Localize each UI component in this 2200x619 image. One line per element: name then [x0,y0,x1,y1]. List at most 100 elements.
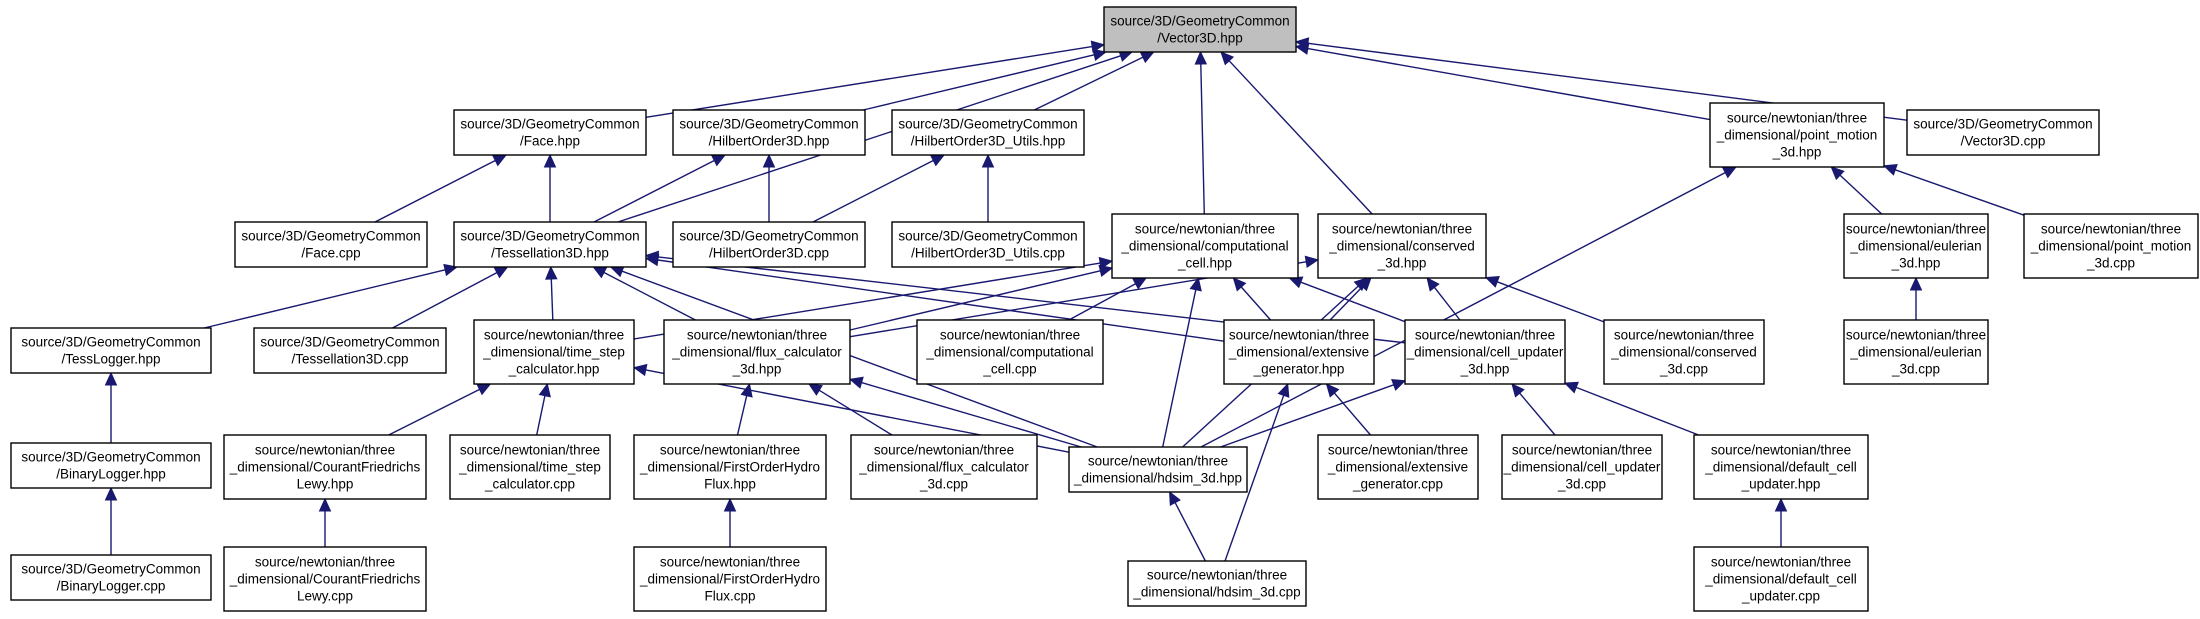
graph-node-hilbert-cpp[interactable]: source/3D/GeometryCommon/HilbertOrder3D.… [672,221,866,268]
graph-node-cellupdater-cpp[interactable]: source/newtonian/three_dimensional/cell_… [1501,434,1663,500]
arrowhead-icon [1294,37,1310,50]
arrowhead-icon [1139,51,1155,64]
node-label-line: /Vector3D.cpp [1961,134,2046,149]
node-label-line: /HilbertOrder3D_Utils.hpp [911,134,1066,149]
node-label-line: source/3D/GeometryCommon [679,117,858,132]
node-label-line: _cell.cpp [982,362,1036,377]
edge-hdsim-hpp-to-flux-hpp [861,381,1082,448]
node-label-line: /Tessellation3D.hpp [491,246,609,261]
node-label-line: /TessLogger.hpp [61,352,160,367]
graph-node-cellupdater-hpp[interactable]: source/newtonian/three_dimensional/cell_… [1404,319,1566,385]
arrowhead-icon [632,363,648,377]
graph-node-conserved-hpp[interactable]: source/newtonian/three _dimensional/conse… [1317,213,1487,279]
arrowhead-icon [1304,255,1320,269]
graph-node-pointmotion-cpp[interactable]: source/newtonian/three_dimensional/point… [2023,213,2199,279]
node-label-line: _dimensional/flux_calculator [671,345,842,360]
edge-cellupdater-hpp-to-conserved-hpp [1433,286,1461,321]
graph-node-eulerian-cpp[interactable]: source/newtonian/three _dimensional/euler… [1843,319,1989,385]
graph-node-flux-hpp[interactable]: source/newtonian/three_dimensional/flux_… [663,319,851,385]
graph-node-defaultcell-hpp[interactable]: source/newtonian/three_dimensional/defau… [1693,434,1869,500]
edge-tesslogger-hpp-to-tess-hpp [204,269,446,329]
arrowhead-icon [981,153,995,168]
node-label-line: _dimensional/hdsim_3d.cpp [1132,585,1300,600]
arrowhead-icon [476,383,492,396]
node-label-line: _dimensional/computational [925,345,1093,360]
graph-node-binarylogger-hpp[interactable]: source/3D/GeometryCommon/BinaryLogger.hp… [10,442,212,489]
arrowhead-icon [1189,276,1202,292]
arrowhead-icon [1169,490,1181,507]
graph-node-compcell-hpp[interactable]: source/newtonian/three_dimensional/compu… [1111,213,1299,279]
arrowhead-icon [1563,381,1579,394]
graph-node-face-hpp[interactable]: source/3D/GeometryCommon/Face.hpp [453,109,647,156]
arrowhead-icon [492,154,508,167]
node-box [1127,560,1307,607]
node-label-line: source/3D/GeometryCommon [1913,117,2092,132]
edge-cellupdater-cpp-to-cellupdater-hpp [1519,392,1556,436]
graph-node-face-cpp[interactable]: source/3D/GeometryCommon/Face.cpp [234,221,428,268]
node-label-line: source/newtonian/three [1846,328,1986,343]
node-label-line: /BinaryLogger.hpp [56,467,166,482]
node-label-line: /Vector3D.hpp [1157,31,1243,46]
graph-node-cfl-hpp[interactable]: source/newtonian/three_dimensional/Coura… [223,434,427,500]
node-label-line: /HilbertOrder3D_Utils.cpp [911,246,1065,261]
node-label-line: _3d.cpp [1659,362,1708,377]
graph-node-vector3d-cpp[interactable]: source/3D/GeometryCommon/Vector3D.cpp [1906,109,2100,156]
graph-node-hilbertutils-hpp[interactable]: source/3D/GeometryCommon/HilbertOrder3D_… [891,109,1085,156]
graph-node-tess-cpp[interactable]: source/3D/GeometryCommon/Tessellation3D.… [253,327,447,374]
node-box [663,319,851,385]
edge-flux-hpp-to-tess-hpp [603,271,696,321]
node-label-line: _dimensional/eulerian [1849,345,1981,360]
graph-node-firstorder-cpp[interactable]: source/newtonian/three_dimensional/First… [633,546,827,612]
node-label-line: Lewy.hpp [297,477,354,492]
edge-extensive-hpp-to-conserved-hpp [1329,286,1364,321]
node-label-line: source/newtonian/three [1727,111,1867,126]
graph-node-defaultcell-cpp[interactable]: source/newtonian/three_dimensional/defau… [1693,546,1869,612]
graph-node-timestep-hpp[interactable]: source/newtonian/three_dimensional/time_… [473,319,635,385]
edge-hilbert-hpp-to-vector3d-hpp [863,54,1095,111]
arrowhead-icon [104,486,118,501]
edge-hdsim-cpp-to-hdsim-hpp [1174,502,1207,562]
graph-node-hdsim-hpp[interactable]: source/newtonian/three_dimensional/hdsim… [1068,446,1248,493]
node-label-line: source/3D/GeometryCommon [260,335,439,350]
node-box [223,546,427,612]
graph-node-firstorder-hpp[interactable]: source/newtonian/three_dimensional/First… [633,434,827,500]
arrowhead-icon [644,250,660,264]
edge-hdsim-hpp-to-tess-hpp [621,270,1098,448]
edge-hdsim-hpp-to-pointmotion-hpp [1200,171,1726,448]
graph-node-hilbertutils-cpp[interactable]: source/3D/GeometryCommon/HilbertOrder3D_… [891,221,1085,268]
node-box [234,221,428,268]
node-label-line: source/newtonian/three [1332,222,1472,237]
edge-face-hpp-to-vector3d-hpp [645,45,1093,118]
node-box [1501,434,1663,500]
graph-node-eulerian-hpp[interactable]: source/newtonian/three_dimensional/euler… [1843,213,1989,279]
edge-hilbertutils-hpp-to-vector3d-hpp [1033,56,1144,111]
node-box [1223,319,1375,385]
graph-node-binarylogger-cpp[interactable]: source/3D/GeometryCommon/BinaryLogger.cp… [10,554,212,601]
graph-node-cfl-cpp[interactable]: source/newtonian/three_dimensional/Coura… [223,546,427,612]
node-box [891,221,1085,268]
graph-node-flux-cpp[interactable]: source/newtonian/three_dimensional/flux_… [850,434,1038,500]
arrowhead-icon [1132,277,1148,290]
graph-node-hilbert-hpp[interactable]: source/3D/GeometryCommon/HilbertOrder3D.… [672,109,866,156]
graph-node-tess-hpp[interactable]: source/3D/GeometryCommon/Tessellation3D.… [453,221,647,268]
node-label-line: _3d.hpp [732,362,782,377]
graph-node-compcell-cpp[interactable]: source/newtonian/three_dimensional/compu… [916,319,1104,385]
node-box [1843,319,1989,385]
graph-node-timestep-cpp[interactable]: source/newtonian/three_dimensional/time_… [449,434,611,500]
node-label-line: source/newtonian/three [1711,443,1851,458]
graph-node-tesslogger-hpp[interactable]: source/3D/GeometryCommon/TessLogger.hpp [10,327,212,374]
node-label-line: /BinaryLogger.cpp [57,579,166,594]
node-label-line: source/newtonian/three [660,555,800,570]
node-label-line: source/newtonian/three [1135,222,1275,237]
graph-node-conserved-cpp[interactable]: source/newtonian/three_dimensional/conse… [1603,319,1765,385]
node-box [10,554,212,601]
graph-node-extensive-cpp[interactable]: source/newtonian/three_dimensional/exten… [1317,434,1479,500]
graph-node-hdsim-cpp[interactable]: source/newtonian/three_dimensional/hdsim… [1127,560,1307,607]
graph-node-extensive-hpp[interactable]: source/newtonian/three_dimensional/exten… [1223,319,1375,385]
graph-node-pointmotion-hpp[interactable]: source/newtonian/three_dimensional/point… [1709,102,1885,168]
node-label-line: _dimensional/conserved [1328,239,1475,254]
arrowhead-icon [1774,497,1788,512]
node-label-line: _dimensional/eulerian [1849,239,1981,254]
edge-cfl-hpp-to-timestep-hpp [388,388,480,436]
node-box [891,109,1085,156]
